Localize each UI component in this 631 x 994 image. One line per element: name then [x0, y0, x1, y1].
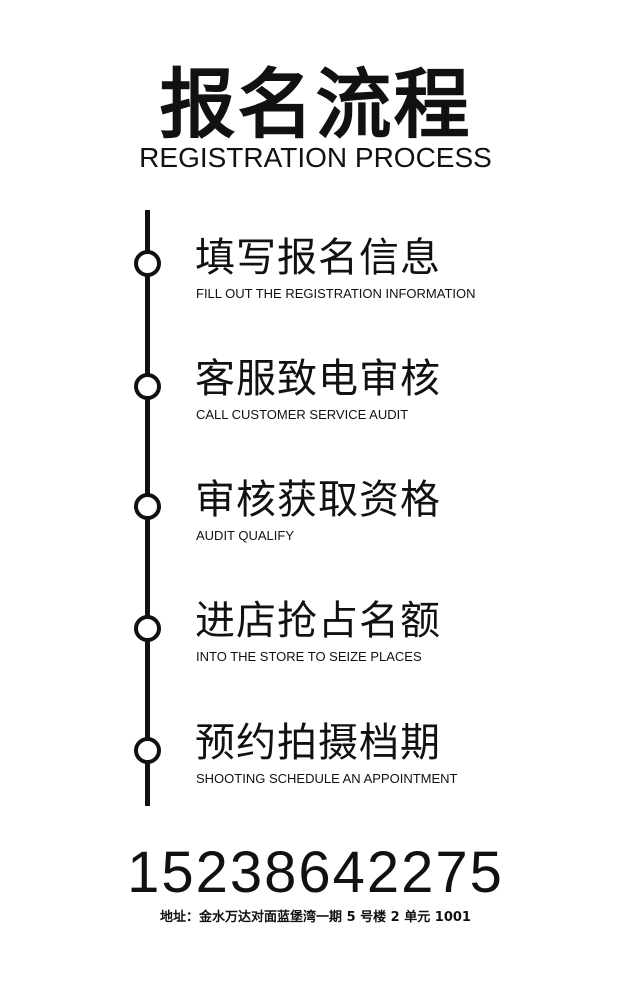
page-title: 报名流程 [159, 60, 472, 149]
timeline-node-1 [134, 250, 161, 277]
step-3-title: 审核获取资格 [195, 477, 441, 523]
step-2-title: 客服致电审核 [195, 356, 441, 402]
step-4-title: 进店抢占名额 [195, 598, 441, 644]
address-line: 地址：金水万达对面蓝堡湾一期 5 号楼 2 单元 1001 [160, 910, 471, 925]
timeline-node-4 [134, 615, 161, 642]
timeline-node-3 [134, 493, 161, 520]
step-1-subtitle: FILL OUT THE REGISTRATION INFORMATION [196, 286, 476, 301]
step-4-subtitle: INTO THE STORE TO SEIZE PLACES [196, 649, 422, 664]
step-1-title: 填写报名信息 [195, 235, 441, 281]
timeline-node-5 [134, 737, 161, 764]
page-subtitle: REGISTRATION PROCESS [139, 142, 492, 173]
timeline-node-2 [134, 373, 161, 400]
step-5-subtitle: SHOOTING SCHEDULE AN APPOINTMENT [196, 771, 458, 786]
step-3-subtitle: AUDIT QUALIFY [196, 528, 295, 543]
step-2-subtitle: CALL CUSTOMER SERVICE AUDIT [196, 407, 409, 422]
step-5-title: 预约拍摄档期 [195, 720, 441, 766]
phone-number: 15238642275 [127, 840, 504, 905]
